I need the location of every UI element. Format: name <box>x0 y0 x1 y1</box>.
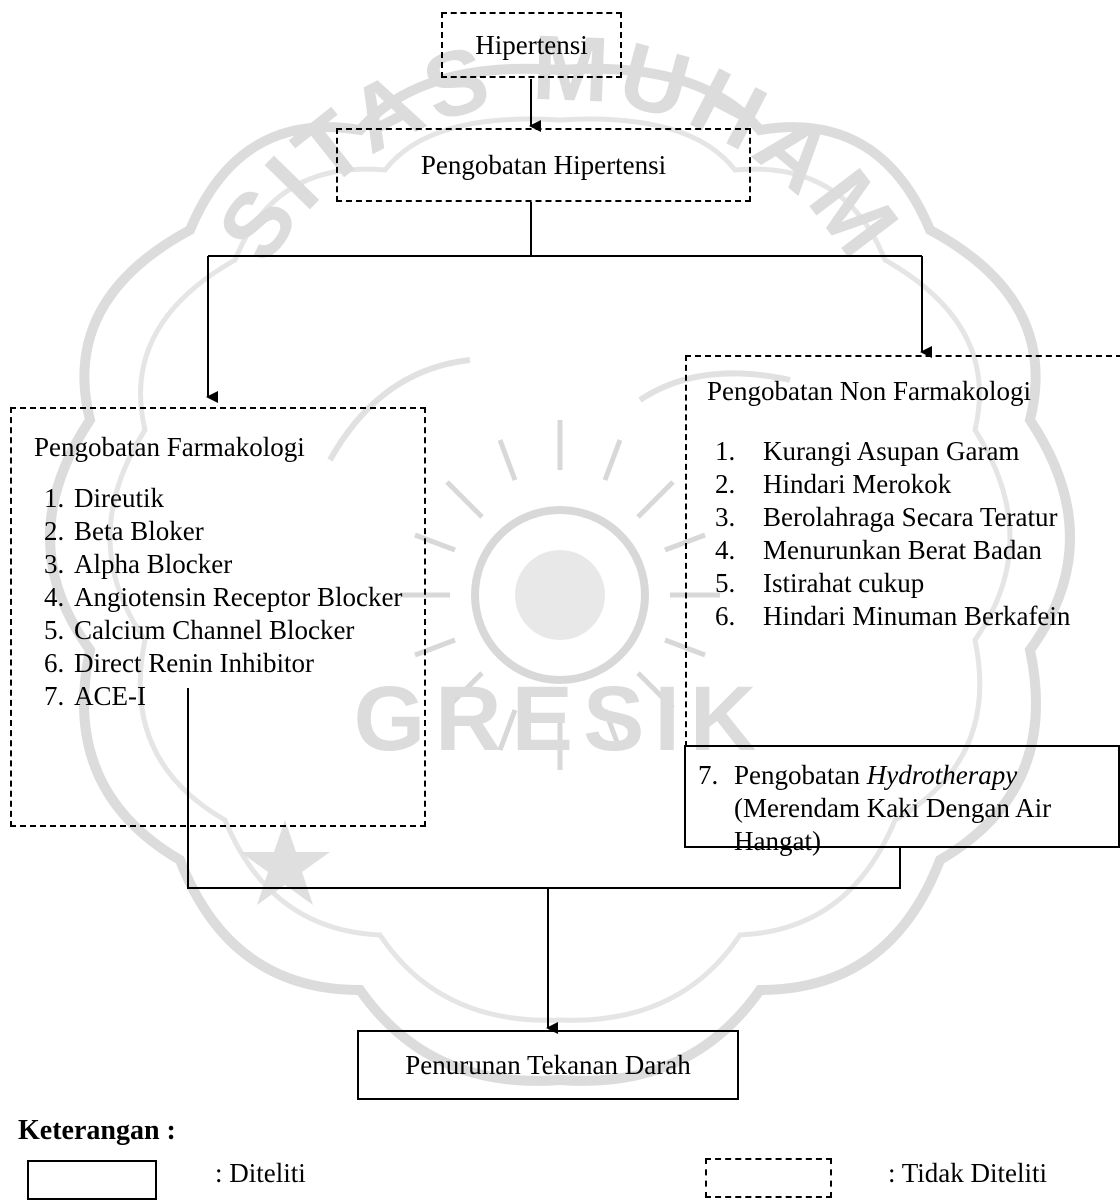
list-item: 2. Hindari Merokok <box>715 468 1115 501</box>
list-item-number: 5. <box>715 568 736 598</box>
list-item-text: Angiotensin Receptor Blocker <box>74 582 403 612</box>
non-pharmacological-node: Pengobatan Non Farmakologi 1. Kurangi Asu… <box>685 355 1120 747</box>
legend-studied: : Diteliti <box>215 1158 306 1188</box>
hipertensi-node: Hipertensi <box>441 12 622 78</box>
legend-solid-swatch <box>27 1160 157 1200</box>
list-item: 7. ACE-I <box>44 680 424 713</box>
list-item-number: 6. <box>715 601 736 631</box>
list-item-number: 5. <box>44 615 65 645</box>
hydrotherapy-box: 7. Pengobatan Hydrotherapy (Merendam Kak… <box>684 745 1120 856</box>
list-item-number: 1. <box>44 483 65 513</box>
list-item: 1. Direutik <box>44 482 424 515</box>
list-item-number: 3. <box>715 502 736 532</box>
legend-title: Keterangan : <box>18 1115 176 1146</box>
list-item-text: Direutik <box>74 483 164 513</box>
outcome-label: Penurunan Tekanan Darah <box>405 1049 691 1080</box>
list-item: 5. Calcium Channel Blocker <box>44 614 424 647</box>
list-item: 4. Menurunkan Berat Badan <box>715 534 1115 567</box>
cotton-branch-icon <box>638 370 791 403</box>
pharmacological-node: Pengobatan Farmakologi 1. Direutik 2. Beta … <box>10 407 426 827</box>
legend-not-studied: : Tidak Diteliti <box>888 1158 1048 1188</box>
merge-bracket-actual <box>187 828 901 889</box>
list-item-text: Istirahat cukup <box>763 568 925 598</box>
connectors <box>187 79 932 1034</box>
hipertensi-label: Hipertensi <box>475 29 588 60</box>
list-item-text: Alpha Blocker <box>74 549 233 579</box>
hydrotherapy-item: 7. Pengobatan Hydrotherapy (Merendam Kak… <box>698 759 1112 858</box>
list-item-number: 1. <box>715 436 736 466</box>
star-icon <box>240 820 330 905</box>
seal-emblem-core-icon <box>515 550 605 640</box>
list-item-number: 2. <box>715 469 736 499</box>
list-item-text: Berolahraga Secara Teratur <box>763 502 1058 532</box>
list-item: 2. Beta Bloker <box>44 515 424 548</box>
list-item-text: Beta Bloker <box>74 516 204 546</box>
list-item: 6. Hindari Minuman Berkafein <box>715 600 1115 633</box>
wheat-branch-icon <box>327 357 471 462</box>
watermark-inner-outline <box>107 116 1013 1023</box>
list-item-number: 7. <box>44 681 65 711</box>
watermark-bottom-text: GRESIK <box>354 668 767 770</box>
watermark-outline <box>45 63 1075 1086</box>
list-item-number: 4. <box>715 535 736 565</box>
list-item: 3. Alpha Blocker <box>44 548 424 581</box>
treatment-node: Pengobatan Hipertensi <box>336 128 751 202</box>
list-item: 6. Direct Renin Inhibitor <box>44 647 424 680</box>
pharmacological-title: Pengobatan Farmakologi <box>34 432 305 462</box>
list-item-number: 4. <box>44 582 65 612</box>
list-item-text: Menurunkan Berat Badan <box>763 535 1042 565</box>
hydrotherapy-prefix: Pengobatan <box>734 760 867 790</box>
hydrotherapy-detail: (Merendam Kaki Dengan Air Hangat) <box>734 793 1052 856</box>
hydrotherapy-emph: Hydrotherapy <box>866 760 1018 790</box>
list-item-text: ACE-I <box>74 681 146 711</box>
seal-emblem-icon <box>471 506 649 684</box>
outcome-node: Penurunan Tekanan Darah <box>357 1030 739 1100</box>
list-item-text: Hindari Minuman Berkafein <box>763 601 1071 631</box>
list-item-text: Direct Renin Inhibitor <box>74 648 314 678</box>
non-pharmacological-title: Pengobatan Non Farmakologi <box>707 376 1031 406</box>
list-item-number: 2. <box>44 516 65 546</box>
hydrotherapy-text: Pengobatan Hydrotherapy (Merendam Kaki D… <box>734 759 1112 858</box>
list-item: 3. Berolahraga Secara Teratur <box>715 501 1115 534</box>
list-item-text: Calcium Channel Blocker <box>74 615 355 645</box>
list-item-text: Kurangi Asupan Garam <box>763 436 1020 466</box>
list-item-text: Hindari Merokok <box>763 469 952 499</box>
hydrotherapy-num: 7. <box>698 760 719 790</box>
legend-dashed-swatch <box>705 1158 832 1198</box>
list-item: 4. Angiotensin Receptor Blocker <box>44 581 424 614</box>
treatment-label: Pengobatan Hipertensi <box>420 149 667 180</box>
list-item: 5. Istirahat cukup <box>715 567 1115 600</box>
list-item: 1. Kurangi Asupan Garam <box>715 435 1115 468</box>
list-item-number: 6. <box>44 648 65 678</box>
list-item-number: 3. <box>44 549 65 579</box>
